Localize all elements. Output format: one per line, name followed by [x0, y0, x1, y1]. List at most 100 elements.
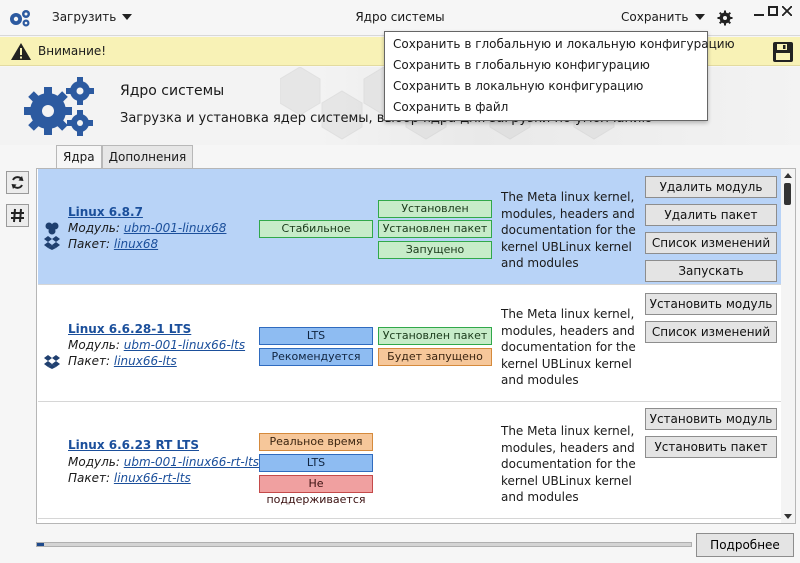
status-badge: Установлен пакет	[378, 220, 492, 238]
install-package-button[interactable]: Установить пакет	[645, 436, 777, 458]
description-line: documentation for the	[501, 457, 636, 471]
kernel-description: The Meta linux kernel, modules, headers …	[501, 189, 641, 272]
module-link[interactable]: ubm-001-linux66-lts	[123, 338, 246, 352]
description-line: documentation for the	[501, 223, 636, 237]
description-line: documentation for the	[501, 340, 636, 354]
kernel-name-link[interactable]: Linux 6.6.28-1 LTS	[68, 322, 192, 336]
run-button[interactable]: Запускать	[645, 260, 777, 282]
kernel-row[interactable]: Linux 6.6.28-1 LTS Модуль: ubm-001-linux…	[38, 286, 782, 402]
status-badge: Установлен пакет	[378, 327, 492, 345]
description-line: modules, headers and	[501, 440, 635, 455]
module-link[interactable]: ubm-001-linux68	[123, 221, 227, 235]
save-dropdown-menu: Сохранить в глобальную и локальную конфи…	[384, 31, 735, 121]
tag-badge: Рекомендуется	[259, 348, 373, 366]
tag-badge: LTS	[259, 454, 373, 472]
module-link[interactable]: ubm-001-linux66-rt-lts	[123, 455, 260, 469]
page-title: Ядро системы	[120, 83, 225, 99]
window-title: Ядро системы	[355, 10, 445, 24]
menu-item-save-local[interactable]: Сохранить в локальную конфигурацию	[393, 79, 644, 93]
app-gears-icon	[10, 10, 30, 27]
package-caption: Пакет:	[68, 354, 111, 368]
load-menu-button[interactable]: Загрузить	[52, 10, 133, 24]
window-controls	[754, 6, 792, 16]
gear-icon[interactable]	[717, 10, 733, 26]
package-caption: Пакет:	[68, 237, 111, 251]
minimize-icon[interactable]	[754, 6, 764, 16]
save-menu-button[interactable]: Сохранить	[621, 10, 705, 24]
tag-badge: Стабильное	[259, 220, 373, 238]
system-gears-icon	[24, 77, 94, 136]
kernel-description: The Meta linux kernel, modules, headers …	[501, 423, 641, 506]
menu-item-save-global[interactable]: Сохранить в глобальную конфигурацию	[393, 58, 650, 72]
kernel-row[interactable]: Linux 6.8.7 Модуль: ubm-001-linux68 Паке…	[38, 169, 782, 285]
package-link[interactable]: linux68	[113, 237, 159, 251]
module-caption: Модуль:	[68, 455, 120, 469]
description-line: The Meta linux kernel,	[501, 307, 635, 321]
description-line: and modules	[501, 490, 579, 504]
load-menu-label: Загрузить	[52, 10, 117, 24]
tag-badge: LTS	[259, 327, 373, 345]
progress-bar	[36, 542, 692, 547]
kernel-name-link[interactable]: Linux 6.6.23 RT LTS	[68, 438, 200, 452]
status-badge: Запущено	[378, 241, 492, 259]
package-icon	[44, 236, 60, 250]
tag-badge: Реальное время	[259, 433, 373, 451]
description-line: The Meta linux kernel,	[501, 424, 635, 438]
changelog-button[interactable]: Список изменений	[645, 321, 777, 343]
scroll-thumb[interactable]	[784, 183, 791, 205]
remove-module-button[interactable]: Удалить модуль	[645, 176, 777, 198]
details-button[interactable]: Подробнее	[696, 533, 794, 557]
description-line: kernel UBLinux kernel	[501, 356, 632, 371]
package-link[interactable]: linux66-lts	[113, 354, 177, 368]
install-module-button[interactable]: Установить модуль	[645, 408, 777, 430]
menu-item-save-file[interactable]: Сохранить в файл	[393, 100, 509, 114]
warning-text: Внимание!	[38, 44, 107, 58]
terminal-button[interactable]	[6, 204, 29, 227]
remove-package-button[interactable]: Удалить пакет	[645, 204, 777, 226]
list-scrollbar[interactable]	[781, 169, 795, 523]
description-line: modules, headers and	[501, 206, 635, 221]
module-icon	[45, 222, 59, 235]
description-line: kernel UBLinux kernel	[501, 473, 632, 488]
package-caption: Пакет:	[68, 471, 111, 485]
refresh-button[interactable]	[6, 171, 29, 194]
kernel-package-line: Пакет: linux66-rt-lts	[68, 471, 191, 485]
save-menu-label: Сохранить	[621, 10, 689, 24]
maximize-icon[interactable]	[768, 6, 778, 16]
tab-bar: Ядра Дополнения	[56, 145, 194, 170]
kernel-row[interactable]: Linux 6.6.23 RT LTS Модуль: ubm-001-linu…	[38, 403, 782, 519]
status-badge: Будет запущено	[378, 348, 492, 366]
module-caption: Модуль:	[68, 221, 120, 235]
kernel-name-link[interactable]: Linux 6.8.7	[68, 205, 143, 219]
title-bar: Загрузить Ядро системы Сохранить	[0, 0, 800, 36]
kernel-module-line: Модуль: ubm-001-linux68	[68, 221, 226, 235]
description-line: and modules	[501, 256, 579, 270]
kernel-package-line: Пакет: linux68	[68, 237, 158, 251]
scroll-down-icon[interactable]	[784, 514, 792, 519]
kernel-list: Linux 6.8.7 Модуль: ubm-001-linux68 Паке…	[36, 168, 796, 524]
description-line: kernel UBLinux kernel	[501, 239, 632, 254]
changelog-button[interactable]: Список изменений	[645, 232, 777, 254]
progress-fill	[37, 543, 44, 546]
scroll-up-icon[interactable]	[784, 173, 792, 178]
package-link[interactable]: linux66-rt-lts	[113, 471, 191, 485]
kernel-description: The Meta linux kernel, modules, headers …	[501, 306, 641, 389]
floppy-save-icon[interactable]	[772, 41, 794, 63]
description-line: modules, headers and	[501, 323, 635, 338]
install-module-button[interactable]: Установить модуль	[645, 293, 777, 315]
tab-addons[interactable]: Дополнения	[101, 145, 194, 169]
menu-item-save-global-local[interactable]: Сохранить в глобальную и локальную конфи…	[393, 37, 735, 51]
chevron-down-icon	[694, 14, 705, 20]
package-icon	[44, 355, 60, 369]
warning-icon	[11, 43, 31, 60]
status-badge: Установлен модуль	[378, 200, 492, 231]
close-icon[interactable]	[782, 6, 792, 16]
hash-icon	[11, 208, 24, 223]
tab-kernels[interactable]: Ядра	[56, 145, 102, 170]
kernel-package-line: Пакет: linux66-lts	[68, 354, 177, 368]
kernel-module-line: Модуль: ubm-001-linux66-lts	[68, 338, 245, 352]
refresh-icon	[11, 176, 24, 189]
tag-badge: Не поддерживается	[259, 475, 373, 506]
kernel-module-line: Модуль: ubm-001-linux66-rt-lts	[68, 455, 259, 469]
chevron-down-icon	[122, 14, 133, 20]
